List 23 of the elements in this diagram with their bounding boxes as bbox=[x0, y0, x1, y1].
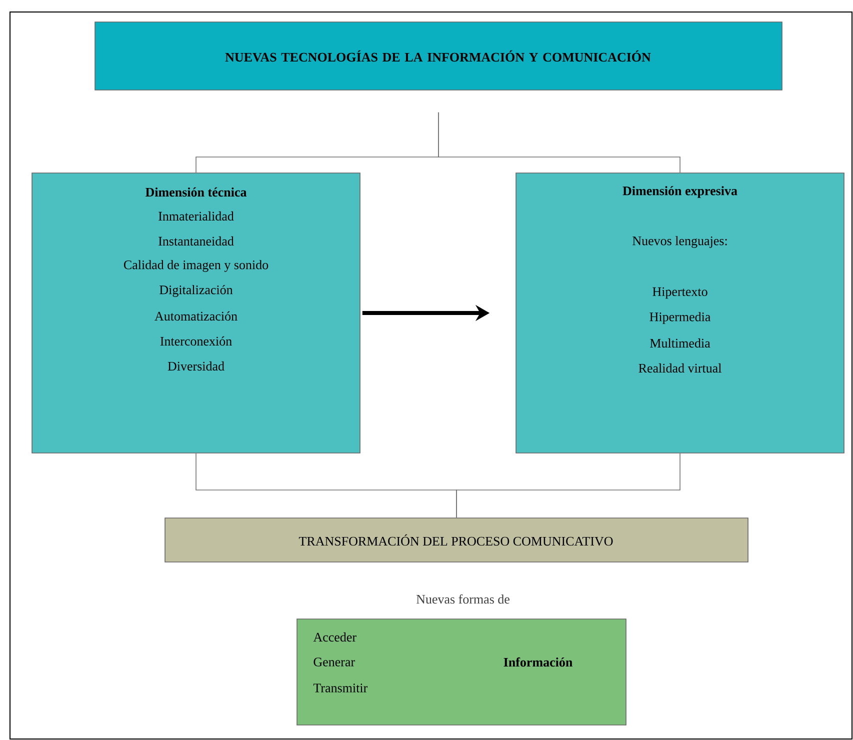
title-text: NUEVAS TECNOLOGÍAS DE LA INFORMACIÓN Y COMUNICACIÓN bbox=[225, 50, 651, 62]
list-item: Inmaterialidad bbox=[158, 211, 234, 221]
caption-text: Nuevas formas de bbox=[416, 594, 510, 604]
label-text: Información bbox=[504, 657, 572, 667]
connector bbox=[438, 112, 680, 173]
heading: Dimensión expresiva bbox=[622, 186, 738, 198]
box-text: TRANSFORMACIÓN DEL PROCESO COMUNICATIVO bbox=[298, 534, 613, 546]
heading: Dimensión técnica bbox=[146, 187, 247, 197]
list-item: Automatización bbox=[154, 311, 238, 321]
list-item: Generar bbox=[314, 658, 355, 666]
list-item: Hipermedia bbox=[650, 312, 711, 324]
list-item: Realidad virtual bbox=[638, 363, 722, 373]
list-item: Diversidad bbox=[168, 361, 224, 371]
list-item: Instantaneidad bbox=[158, 236, 234, 246]
list-item: Interconexión bbox=[160, 336, 232, 346]
list-item: Transmitir bbox=[313, 684, 368, 692]
list-item: Hipertexto bbox=[652, 287, 708, 299]
list-item: Acceder bbox=[313, 632, 356, 642]
list-item: Digitalización bbox=[160, 285, 233, 297]
list-item: Multimedia bbox=[650, 338, 710, 348]
list-item: Nuevos lenguajes: bbox=[632, 236, 727, 248]
connector bbox=[456, 453, 680, 518]
list-item: Calidad de imagen y sonido bbox=[124, 260, 268, 272]
